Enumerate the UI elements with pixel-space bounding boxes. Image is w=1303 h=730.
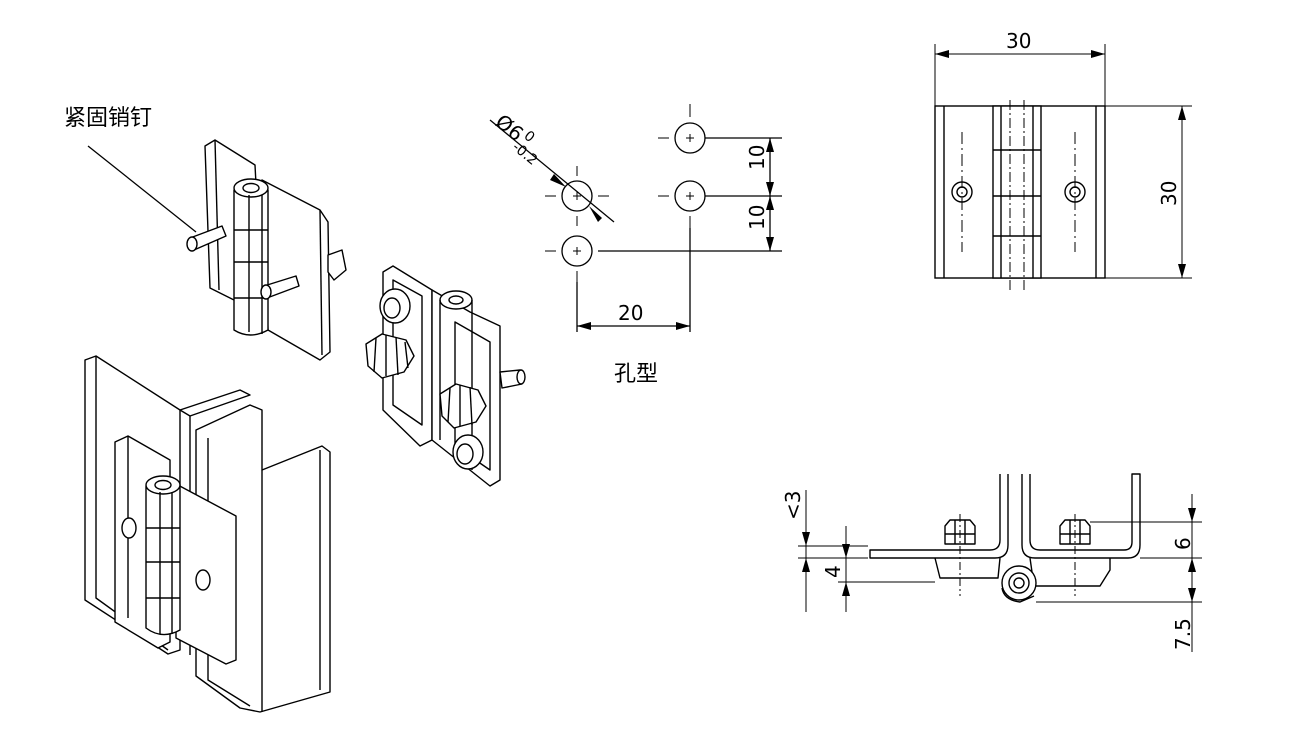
callout-leader-line <box>87 145 197 233</box>
hole-pattern-title: 孔型 <box>614 362 659 387</box>
dim-front-height: 30 <box>1157 181 1181 206</box>
dim-hole-spacing-horizontal: 20 <box>618 301 643 325</box>
front-view-arrowheads <box>935 50 1186 278</box>
hinge-iso-back <box>365 265 526 487</box>
dim-side-b: 4 <box>821 565 845 578</box>
front-view-drawing <box>934 44 1192 290</box>
dim-hole-spacing-vertical-bottom: 10 <box>745 205 769 230</box>
dim-hole-spacing-vertical-top: 10 <box>745 145 769 170</box>
dim-side-c: 6 <box>1171 537 1195 550</box>
hole-pattern-arrowheads <box>550 138 774 330</box>
fastening-pin-label: 紧固销钉 <box>64 106 153 131</box>
side-view-arrowheads <box>802 508 1196 602</box>
dim-front-width: 30 <box>1006 29 1031 53</box>
side-view-drawing <box>798 473 1202 652</box>
dim-side-a: <3 <box>781 491 805 520</box>
hole-pattern-drawing <box>489 104 782 332</box>
knurled-nut-upper <box>365 333 415 379</box>
dim-side-d: 7.5 <box>1171 618 1195 650</box>
hinge-iso-exploded <box>186 139 347 361</box>
hole-diameter-callout: Ø 6 0 -0.2 <box>491 109 540 169</box>
hinge-iso-installed <box>84 355 331 713</box>
knurled-nut-lower <box>439 383 487 429</box>
